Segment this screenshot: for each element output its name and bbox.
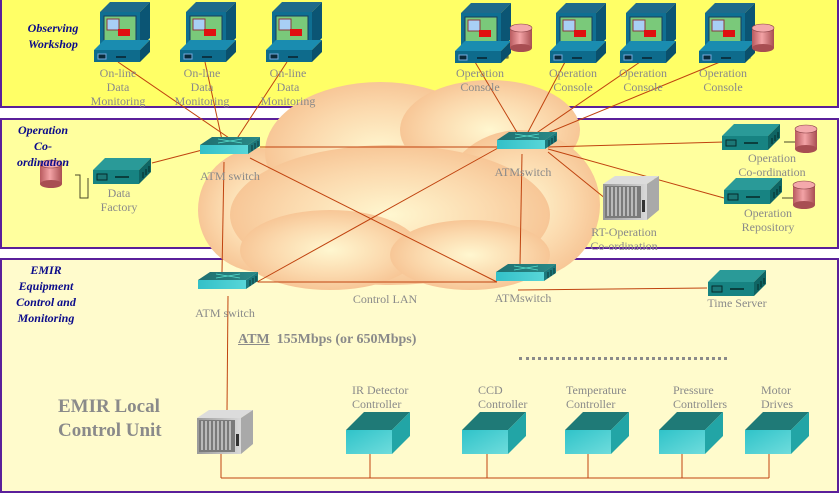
time-server-label: Time Server [707,296,767,310]
atm-speed-label: ATM 155Mbps (or 650Mbps) [238,332,417,347]
section-title-observing: Observing Workshop [27,21,79,51]
atm-switch-icon[interactable] [199,136,261,155]
ir-detector-controller-icon[interactable] [346,412,410,454]
section-title-coordination: Operation Co-ordination [16,123,70,169]
console-computer-icon[interactable] [619,2,677,64]
operation-repository-server-icon[interactable] [723,177,783,205]
atm-switch-icon[interactable] [197,271,259,290]
database-icon [509,23,533,53]
atm-switch-label: ATMswitch [494,291,552,305]
operation-coordination-server-icon[interactable] [721,123,781,151]
atm-switch-label: ATM switch [200,169,260,183]
rt-operation-rack-icon[interactable] [602,175,660,221]
pressure-controllers-icon[interactable] [659,412,723,454]
database-icon [794,124,818,154]
atm-switch-label: ATM switch [195,306,255,320]
time-server-icon[interactable] [707,269,767,297]
local-control-unit-rack-icon[interactable] [196,409,254,455]
atm-switch-icon[interactable] [496,131,558,150]
data-factory-server-icon[interactable] [92,157,152,185]
console-computer-icon[interactable] [549,2,607,64]
dotted-separator [519,357,727,360]
ccd-controller-icon[interactable] [462,412,526,454]
motor-drives-icon[interactable] [745,412,809,454]
monitoring-computer-icon[interactable] [179,1,237,63]
control-lan-label: Control LAN [352,292,418,306]
console-computer-icon[interactable] [454,2,512,64]
atm-switch-label: ATMswitch [494,165,552,179]
database-icon [792,180,816,210]
temperature-controller-icon[interactable] [565,412,629,454]
control-lan-cloud [198,80,600,290]
atm-switch-icon[interactable] [495,263,557,282]
network-links [117,61,770,479]
monitoring-computer-icon[interactable] [265,1,323,63]
section-title-emir: EMIR Equipment Control and Monitoring [16,263,76,325]
console-computer-icon[interactable] [698,2,756,64]
database-icon [751,23,775,53]
monitoring-computer-icon[interactable] [93,1,151,63]
